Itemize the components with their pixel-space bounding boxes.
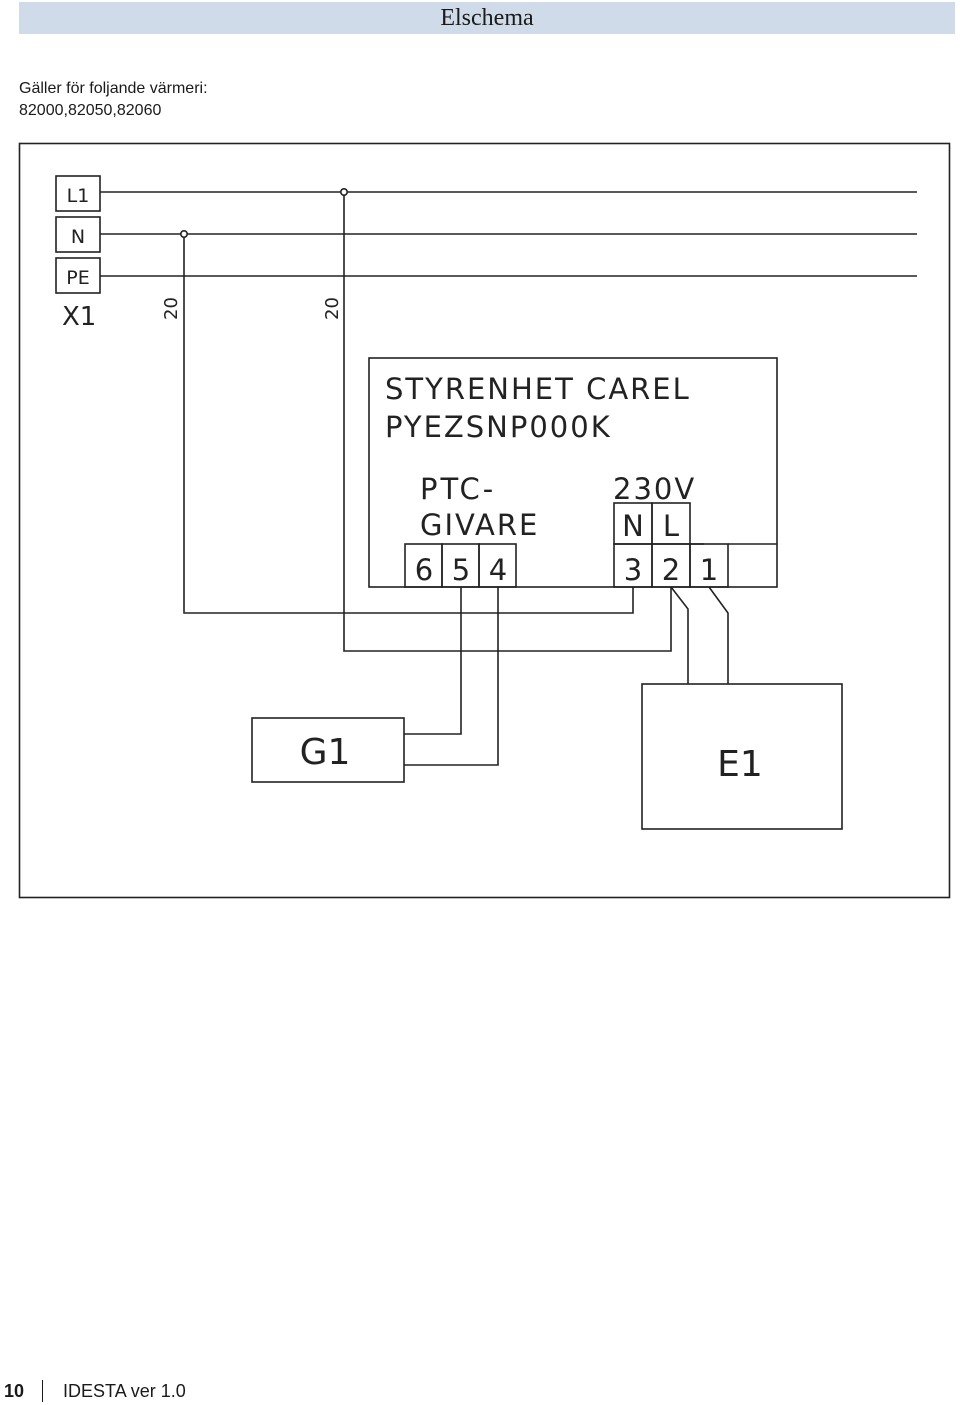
sensor-pin-4-label: 4 [489,553,507,587]
terminal-l1-box [55,175,101,212]
g1-label: G1 [300,732,351,773]
supply-l-label: L [663,509,679,543]
sensor-pin-5-label: 5 [452,553,470,587]
controller-title-line1: STYRENHET CAREL [385,372,691,406]
footer-separator [42,1380,44,1402]
g1-sensor-box [251,717,405,783]
controller-title-line2: PYEZSNP000K [385,410,612,444]
model-numbers-line: 82000,82050,82060 [19,102,162,119]
doc-version: IDESTA ver 1.0 [63,1380,186,1401]
sensor-label-line1: PTC- [420,472,496,506]
output-pin-1-label: 1 [700,553,718,587]
terminal-n-label: N [71,226,85,248]
terminal-block-label: X1 [62,302,96,332]
footer: 10 IDESTA ver 1.0 [4,1378,186,1404]
applies-to-line: Gäller för foljande värmeri: [19,80,208,97]
e1-label: E1 [717,744,763,785]
terminal-l1-label: L1 [67,185,90,207]
terminal-pe-label: PE [66,267,89,289]
sensor-label-line2: GIVARE [420,508,539,542]
wire-pin1-to-e1 [708,586,729,684]
page-title: Elschema [440,4,534,31]
wire-n-to-pin3 [183,237,634,614]
wire-pin5-to-g1 [404,587,462,735]
junction-node-n [180,230,189,239]
header-bar: Elschema [19,2,955,34]
wire-label-n: 20 [161,297,182,320]
junction-node-l1 [339,188,348,197]
output-pin-2-label: 2 [662,553,680,587]
controller-box [368,357,778,588]
wire-l1-to-pin2 [343,195,672,652]
wire-label-l1: 20 [322,297,343,320]
e1-heater-box [641,683,843,830]
sensor-pin-6-label: 6 [415,553,433,587]
page-number: 10 [4,1380,25,1401]
output-pin-3-label: 3 [624,553,642,587]
supply-voltage-label: 230V [613,472,696,506]
diagram-frame [18,142,951,899]
wire-pin4-to-g1 [404,587,499,766]
intro-text: Gäller för foljande värmeri: 82000,82050… [19,78,208,122]
supply-n-label: N [622,509,644,543]
wire-pin2-to-e1 [670,586,689,684]
